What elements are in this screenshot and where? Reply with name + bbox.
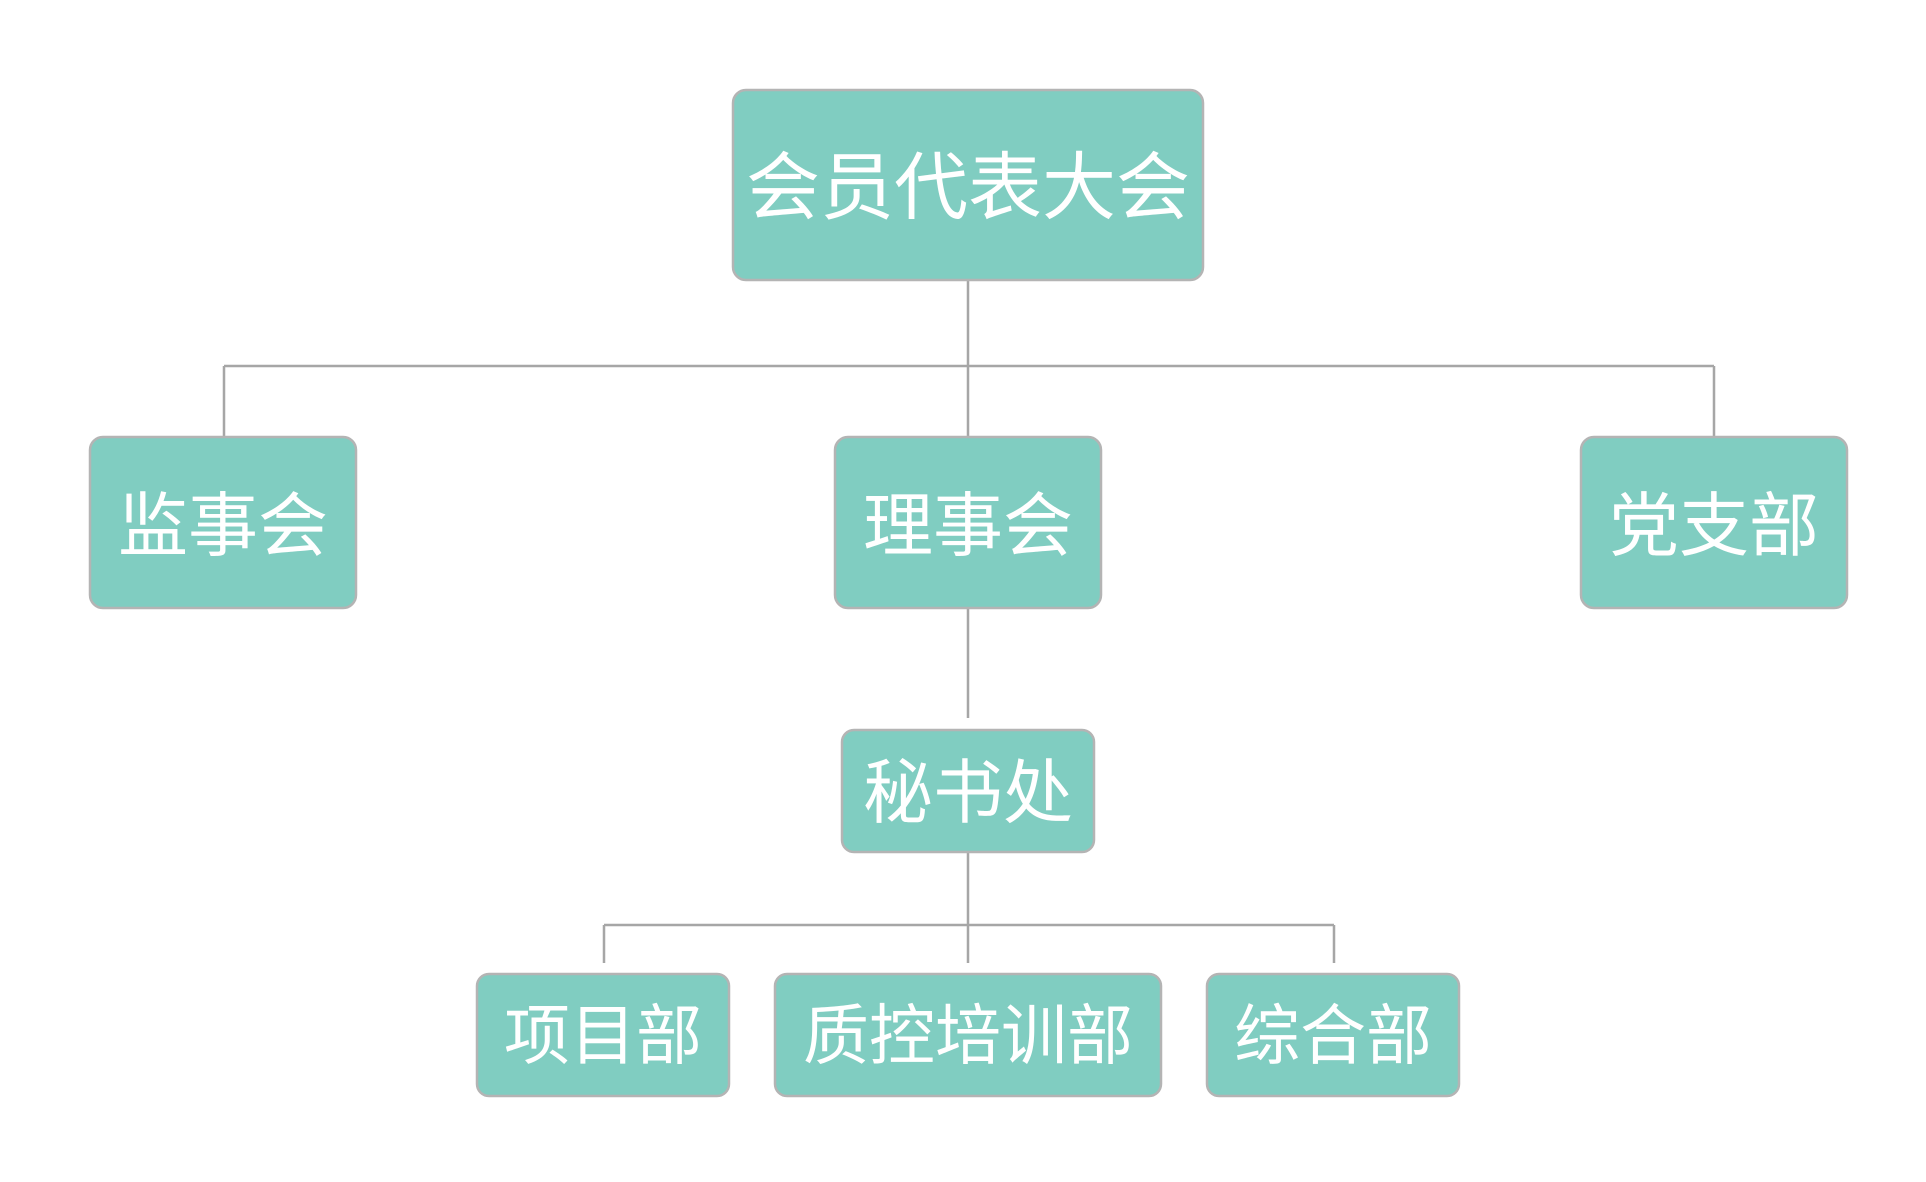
node-project-department-box <box>475 972 731 1098</box>
node-council: 理事会 <box>833 435 1103 610</box>
node-party-branch: 党支部 <box>1579 435 1849 610</box>
node-qc-training-department: 质控培训部 <box>773 972 1163 1098</box>
node-party-branch-label: 党支部 <box>1609 485 1819 567</box>
node-general-assembly-label: 会员代表大会 <box>746 145 1190 231</box>
node-project-department: 项目部 <box>475 972 731 1098</box>
node-general-affairs-department-label: 综合部 <box>1234 998 1432 1075</box>
connector-root-to-level2 <box>222 280 1716 437</box>
connectors <box>222 280 1716 963</box>
node-supervisory-board-label: 监事会 <box>118 485 328 567</box>
node-general-affairs-department: 综合部 <box>1205 972 1461 1098</box>
node-secretariat-label: 秘书处 <box>863 752 1073 834</box>
node-supervisory-board-box <box>88 435 358 610</box>
node-council-label: 理事会 <box>863 485 1073 567</box>
connector-secretariat-to-departments <box>602 852 1336 963</box>
node-general-affairs-department-box <box>1205 972 1461 1098</box>
node-party-branch-box <box>1579 435 1849 610</box>
node-qc-training-department-box <box>773 972 1163 1098</box>
node-general-assembly-box <box>731 88 1205 282</box>
node-general-assembly: 会员代表大会 <box>731 88 1205 282</box>
node-supervisory-board: 监事会 <box>88 435 358 610</box>
node-secretariat: 秘书处 <box>840 728 1096 854</box>
node-secretariat-box <box>840 728 1096 854</box>
node-council-box <box>833 435 1103 610</box>
node-project-department-label: 项目部 <box>504 998 702 1075</box>
node-qc-training-department-label: 质控培训部 <box>803 998 1133 1075</box>
